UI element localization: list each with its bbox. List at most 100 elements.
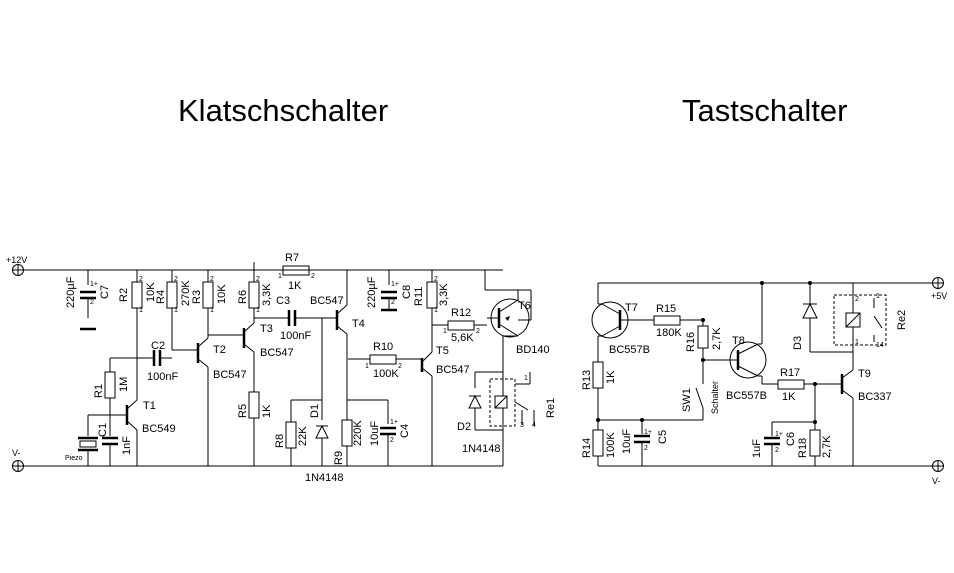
- svg-text:1: 1: [256, 307, 260, 314]
- capacitor-c1-1nf: 1nF: [102, 415, 133, 466]
- resistor-r18: R18 2,7K: [797, 384, 833, 466]
- capacitor-c5: 1+2 10uF C5: [621, 420, 669, 466]
- r17-name: R17: [780, 367, 800, 379]
- rail-plus5: +5V: [598, 277, 947, 301]
- r9-name: R9: [333, 451, 345, 465]
- r8-value: 22K: [297, 426, 309, 446]
- svg-text:1: 1: [876, 293, 880, 300]
- c5-value: 10uF: [621, 429, 633, 454]
- svg-text:1: 1: [434, 307, 438, 314]
- transistor-t5: T5 BC547: [420, 345, 470, 466]
- svg-text:1: 1: [524, 375, 528, 382]
- c8-name: C8: [401, 285, 413, 299]
- t4-type: BC547: [310, 295, 344, 307]
- junction-dots: [596, 281, 817, 424]
- resistor-r4: 21 R4 270K: [155, 270, 192, 350]
- svg-text:14: 14: [876, 342, 884, 349]
- transistor-t3: T3 BC547: [242, 318, 294, 392]
- t9-name: T9: [858, 368, 871, 380]
- c2-name: C2: [151, 340, 165, 352]
- t3-name: T3: [260, 323, 273, 335]
- r13-value: 1K: [605, 370, 617, 384]
- svg-text:4: 4: [532, 422, 536, 429]
- r18-value: 2,7K: [821, 435, 833, 458]
- r12-name: R12: [451, 307, 471, 319]
- label-plus12v: +12V: [6, 255, 27, 265]
- r7-name: R7: [285, 252, 299, 264]
- resistor-r1: R1 1M: [93, 357, 137, 415]
- svg-text:2: 2: [174, 276, 178, 283]
- r3-name: R3: [191, 290, 203, 304]
- t1-name: T1: [143, 400, 156, 412]
- t8-name: T8: [732, 335, 745, 347]
- sw1-name: SW1: [681, 388, 693, 412]
- r17-value: 1K: [782, 391, 796, 403]
- d1-name: D1: [309, 404, 321, 418]
- transistor-t9: T9 BC337: [840, 368, 892, 466]
- svg-text:2: 2: [775, 447, 779, 454]
- r2-value: 10K: [145, 282, 157, 302]
- c7-name: C7: [99, 285, 111, 299]
- resistor-r3: 21 R3 10K: [191, 270, 228, 335]
- rail-vminus-right: V-: [598, 460, 944, 486]
- t2-name: T2: [213, 344, 226, 356]
- t6-type: BD140: [516, 344, 550, 356]
- svg-text:1: 1: [174, 307, 178, 314]
- d2-value: 1N4148: [462, 443, 501, 455]
- t5-type: BC547: [436, 364, 470, 376]
- c3-value: 100nF: [280, 330, 311, 342]
- r9-value: 220K: [352, 420, 364, 446]
- label-vminus-right: V-: [932, 476, 941, 486]
- svg-text:2: 2: [256, 276, 260, 283]
- t7-name: T7: [625, 302, 638, 314]
- c2-value: 100nF: [147, 371, 178, 383]
- switch-sw1: SW1 Schalter: [598, 372, 720, 421]
- svg-text:1: 1: [443, 328, 447, 335]
- transistor-t6: T6 BD140: [484, 269, 550, 372]
- svg-text:3: 3: [520, 422, 524, 429]
- transistor-t4: BC547 T4: [310, 270, 365, 400]
- r10-name: R10: [373, 341, 393, 353]
- t7-type: BC557B: [609, 344, 650, 356]
- resistor-r9: R9 220K: [333, 399, 374, 466]
- resistor-r12: 1 2 R12 5,6K: [432, 307, 487, 344]
- r11-value: 3,3K: [438, 283, 450, 306]
- r14-name: R14: [581, 438, 593, 458]
- r4-value: 270K: [180, 280, 192, 306]
- transistor-t2: T2 BC547: [172, 334, 247, 466]
- relay-re2: 2 1 14 1 Re2: [833, 283, 908, 370]
- klatschschalter-schematic: +12V V- 1+ 2 220µF C7 21 R2 10K: [6, 252, 557, 484]
- title-tastschalter: Tastschalter: [682, 93, 848, 128]
- r7-value: 1K: [288, 280, 302, 292]
- r5-value: 1K: [261, 404, 273, 418]
- r3-value: 10K: [216, 284, 228, 304]
- t9-type: BC337: [858, 391, 892, 403]
- resistor-r16: R16 2,7K: [685, 320, 723, 372]
- svg-text:1: 1: [210, 307, 214, 314]
- svg-text:2: 2: [311, 273, 315, 280]
- t1-type: BC549: [142, 423, 176, 435]
- capacitor-c8: 1+2 220µF C8: [366, 270, 413, 312]
- svg-text:2: 2: [476, 328, 480, 335]
- transistor-t1: T1 BC549: [110, 395, 176, 466]
- r5-name: R5: [237, 404, 249, 418]
- re1-name: Re1: [545, 398, 557, 418]
- r1-value: 1M: [118, 377, 130, 392]
- r2-name: R2: [118, 288, 130, 302]
- svg-text:2: 2: [390, 437, 394, 444]
- label-vminus-left: V-: [12, 448, 21, 458]
- d3-name: D3: [792, 336, 804, 350]
- c6-name: C6: [785, 432, 797, 446]
- d1-value: 1N4148: [305, 472, 344, 484]
- t4-name: T4: [352, 318, 365, 330]
- svg-text:2: 2: [644, 445, 648, 452]
- svg-text:1+: 1+: [775, 431, 783, 438]
- r12-value: 5,6K: [451, 332, 474, 344]
- r11-name: R11: [413, 287, 425, 306]
- resistor-r6: 21 R6 3,3K: [237, 270, 273, 318]
- re2-name: Re2: [896, 310, 908, 330]
- t6-name: T6: [518, 300, 531, 312]
- r15-name: R15: [656, 303, 676, 315]
- c1-piezo-label: Piezo: [65, 455, 83, 462]
